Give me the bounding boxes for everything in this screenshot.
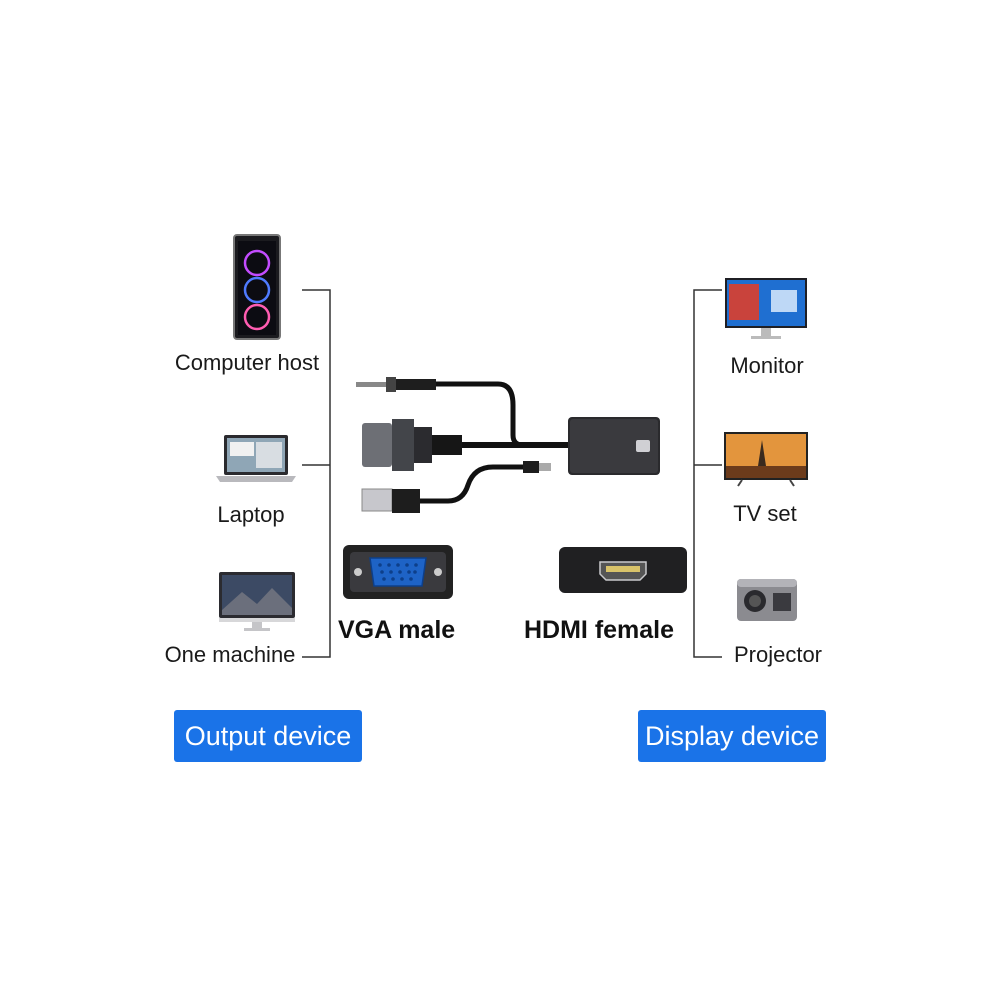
vga-plug bbox=[362, 419, 462, 471]
one-machine-label: One machine bbox=[164, 642, 296, 667]
usb-plug bbox=[361, 488, 420, 513]
computer-host-label: Computer host bbox=[174, 350, 320, 375]
vga-male-label: VGA male bbox=[338, 616, 456, 644]
vga-port-icon bbox=[343, 545, 453, 599]
tv-icon bbox=[724, 432, 808, 487]
monitor-label: Monitor bbox=[730, 353, 804, 378]
laptop-label: Laptop bbox=[217, 502, 285, 527]
hdmi-port-icon bbox=[559, 547, 687, 593]
audio-jack bbox=[356, 377, 436, 392]
projector-icon bbox=[737, 579, 797, 621]
adapter-box bbox=[568, 417, 660, 475]
all-in-one-computer-icon bbox=[219, 572, 295, 631]
display-device-button[interactable]: Display device bbox=[638, 710, 826, 762]
monitor-icon bbox=[725, 278, 807, 339]
computer-tower-icon bbox=[233, 234, 281, 340]
adapter-cable-diagram bbox=[356, 377, 660, 513]
tv-set-label: TV set bbox=[733, 501, 797, 526]
output-device-button[interactable]: Output device bbox=[174, 710, 362, 762]
projector-label: Projector bbox=[733, 642, 823, 667]
hdmi-female-label: HDMI female bbox=[524, 616, 675, 644]
laptop-icon bbox=[216, 435, 296, 482]
